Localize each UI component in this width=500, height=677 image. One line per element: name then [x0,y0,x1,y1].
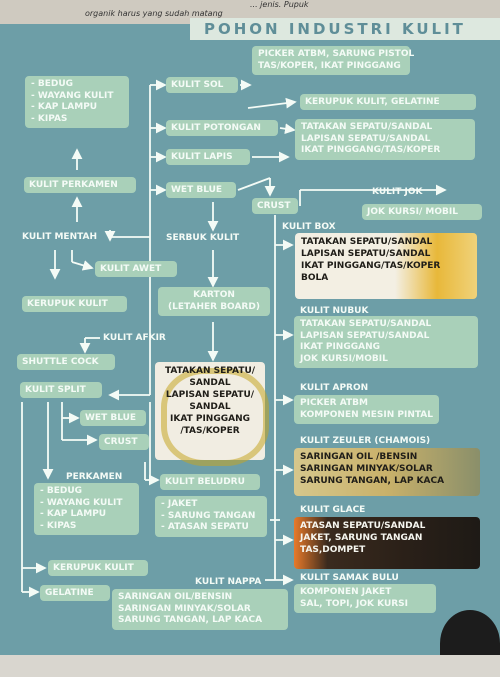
poster-title: POHON INDUSTRI KULIT [190,18,500,40]
node-kulit-zeuler: KULIT ZEULER (CHAMOIS) [300,436,431,446]
node-kulit-mentah: KULIT MENTAH [22,232,98,242]
nubuk-product-4: JOK KURSI/MOBIL [300,353,388,364]
page-bottom-edge [0,655,500,677]
node-karton: KARTON (LETAHER BOARD) [158,287,270,316]
node-wet-blue-2: WET BLUE [80,410,146,426]
apron-products: PICKER ATBM KOMPONEN MESIN PINTAL [294,395,439,424]
node-wet-blue: WET BLUE [166,182,236,198]
glace-product-1: ATASAN SEPATU/SANDAL [300,521,426,531]
samak-product-1: KOMPONEN JAKET [300,587,392,597]
node-gelatine: GELATINE [40,585,110,601]
product-wayang-kulit: - WAYANG KULIT [31,90,114,101]
apron-product-1: PICKER ATBM [300,398,368,408]
karton-product-1: TATAKAN SEPATU/ [164,366,256,376]
beludru-product-2: - SARUNG TANGAN [161,510,256,521]
nubuk-product-3: IKAT PINGGANG [300,342,380,352]
karton-products-photo: TATAKAN SEPATU/ SANDAL LAPISAN SEPATU/ S… [155,362,269,466]
nubuk-products: TATAKAN SEPATU/SANDAL LAPISAN SEPATU/SAN… [294,316,478,368]
product-kap-lampu-2: - KAP LAMPU [40,509,107,519]
belt-image [161,368,269,466]
glace-product-2: JAKET, SARUNG TANGAN [300,533,423,543]
nubuk-product-2: LAPISAN SEPATU/SANDAL [300,330,430,341]
node-kulit-split: KULIT SPLIT [20,382,102,398]
nappa-products: SARINGAN OIL/BENSIN SARINGAN MINYAK/SOLA… [112,589,288,630]
node-kulit-glace: KULIT GLACE [300,505,366,515]
zeuler-product-2: SARINGAN MINYAK/SOLAR [300,464,433,474]
products-bottom-left: - BEDUG - WAYANG KULIT - KAP LAMPU - KIP… [34,483,139,535]
node-kulit-lapis: KULIT LAPIS [166,149,250,165]
karton-sublabel: (LETAHER BOARD) [168,301,260,312]
box-product-2: LAPISAN SEPATU/SANDAL [301,249,431,259]
node-kulit-awet: KULIT AWET [95,261,177,277]
karton-product-6: /TAS/KOPER [180,426,240,436]
samak-products: KOMPONEN JAKET SAL, TOPI, JOK KURSI [294,584,436,613]
node-kulit-sol: KULIT SOL [166,77,238,93]
zeuler-products-photo: SARINGAN OIL /BENSIN SARINGAN MINYAK/SOL… [294,448,480,496]
sol-product-1: PICKER ATBM, SARUNG PISTOL [258,49,415,59]
node-kulit-apron: KULIT APRON [300,383,369,393]
node-kulit-samak-bulu: KULIT SAMAK BULU [300,573,399,583]
node-crust: CRUST [252,198,298,214]
node-kulit-jok: KULIT JOK [372,187,423,197]
box-product-1: TATAKAN SEPATU/SANDAL [301,237,433,247]
node-kulit-nubuk: KULIT NUBUK [300,306,369,316]
lapis-product-2: LAPISAN SEPATU/SANDAL [301,133,431,144]
node-kulit-nappa: KULIT NAPPA [195,577,262,587]
torn-text-2: organik harus yang sudah matang [85,9,223,18]
beludru-products: - JAKET - SARUNG TANGAN - ATASAN SEPATU [155,496,267,537]
node-kulit-potongan: KULIT POTONGAN [166,120,278,136]
product-kipas: - KIPAS [31,113,68,124]
sol-product-2: TAS/KOPER, IKAT PINGGANG [258,60,401,71]
node-kulit-perkamen: KULIT PERKAMEN [24,177,136,193]
glace-products-photo: ATASAN SEPATU/SANDAL JAKET, SARUNG TANGA… [294,517,480,569]
node-crust-2: CRUST [99,434,149,450]
nappa-product-3: SARUNG TANGAN, LAP KACA [118,615,263,625]
products-top-left: - BEDUG - WAYANG KULIT - KAP LAMPU - KIP… [25,76,129,128]
box-product-4: BOLA [301,273,329,283]
nubuk-product-1: TATAKAN SEPATU/SANDAL [300,319,432,329]
zeuler-product-3: SARUNG TANGAN, LAP KACA [300,476,445,486]
node-kulit-box: KULIT BOX [282,222,336,232]
node-kulit-afkir: KULIT AFKIR [103,333,166,343]
zeuler-product-1: SARINGAN OIL /BENSIN [300,452,418,462]
node-shuttle-cock: SHUTTLE COCK [17,354,115,370]
sol-products: PICKER ATBM, SARUNG PISTOL TAS/KOPER, IK… [252,46,415,75]
karton-product-3: LAPISAN SEPATU/ [165,390,255,400]
karton-label: KARTON [193,290,235,300]
apron-product-2: KOMPONEN MESIN PINTAL [300,409,433,420]
node-kulit-beludru: KULIT BELUDRU [160,474,260,490]
node-serbuk-kulit: SERBUK KULIT [166,233,240,243]
product-bedug-2: - BEDUG [40,486,83,496]
product-kap-lampu: - KAP LAMPU [31,102,98,112]
box-product-3: IKAT PINGGANG/TAS/KOPER [301,261,441,271]
nappa-product-1: SARINGAN OIL/BENSIN [118,592,233,602]
product-bedug: - BEDUG [31,79,74,89]
torn-text-1: ... jenis. Pupuk [250,0,309,9]
samak-product-2: SAL, TOPI, JOK KURSI [300,598,409,609]
karton-product-2: SANDAL [189,378,231,388]
product-wayang-kulit-2: - WAYANG KULIT [40,497,123,508]
jok-products: JOK KURSI/ MOBIL [362,204,482,220]
beludru-product-1: - JAKET [161,499,198,509]
box-products-photo: TATAKAN SEPATU/SANDAL LAPISAN SEPATU/SAN… [295,233,477,299]
node-kerupuk-kulit-1: KERUPUK KULIT [22,296,127,312]
karton-product-4: SANDAL [189,402,231,412]
node-perkamen: PERKAMEN [66,472,123,482]
product-kipas-2: - KIPAS [40,520,77,531]
karton-product-5: IKAT PINGGANG [170,414,250,424]
lapis-product-1: TATAKAN SEPATU/SANDAL [301,122,433,132]
glace-product-3: TAS,DOMPET [300,545,366,555]
nappa-product-2: SARINGAN MINYAK/SOLAR [118,603,251,614]
potongan-products: KERUPUK KULIT, GELATINE [300,94,476,110]
lapis-products: TATAKAN SEPATU/SANDAL LAPISAN SEPATU/SAN… [295,119,475,160]
lapis-product-3: IKAT PINGGANG/TAS/KOPER [301,145,441,155]
beludru-product-3: - ATASAN SEPATU [161,522,249,532]
node-kerupuk-kulit-2: KERUPUK KULIT [48,560,148,576]
